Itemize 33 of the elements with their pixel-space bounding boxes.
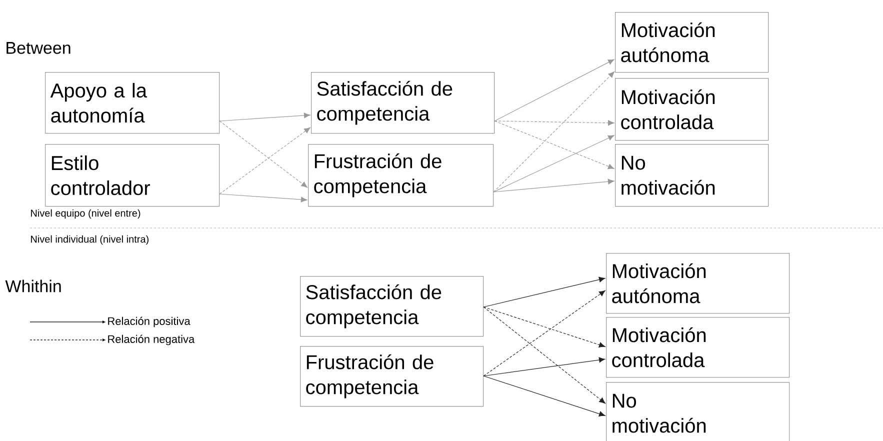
level-label: Nivel individual (nivel intra)	[31, 235, 148, 245]
arrow	[493, 71, 615, 192]
box: Motivación autónoma	[615, 12, 769, 73]
arrow	[483, 276, 606, 308]
box: Satisfacción de competencia	[311, 72, 495, 134]
box: Motivación controlada	[606, 316, 790, 378]
arrow	[483, 357, 606, 376]
box: Estilo controlador	[45, 144, 220, 207]
legend-text: Relación negativa	[108, 334, 195, 346]
arrow	[493, 135, 614, 192]
box: Apoyo a la autonomía	[45, 72, 220, 134]
arrow	[219, 120, 308, 188]
arrow	[483, 306, 606, 404]
box: Frustración de competencia	[300, 346, 484, 407]
section-heading: Between	[6, 42, 70, 54]
arrow	[493, 178, 614, 192]
arrow	[483, 376, 606, 417]
arrow	[219, 127, 310, 194]
arrow	[219, 112, 310, 122]
arrow	[219, 194, 308, 202]
box: Motivación autónoma	[606, 252, 790, 314]
box: No motivación	[615, 144, 769, 207]
section-heading: Whithin	[5, 280, 61, 292]
arrow	[494, 59, 614, 122]
box: Frustración de competencia	[308, 144, 494, 207]
box: Motivación controlada	[615, 78, 769, 141]
arrow	[483, 306, 606, 348]
legend-text: Relación positiva	[108, 316, 190, 328]
arrow	[483, 290, 606, 376]
box: No motivación	[606, 382, 790, 441]
box: Satisfacción de competencia	[300, 276, 484, 337]
arrow	[494, 120, 614, 170]
arrow	[494, 120, 614, 126]
